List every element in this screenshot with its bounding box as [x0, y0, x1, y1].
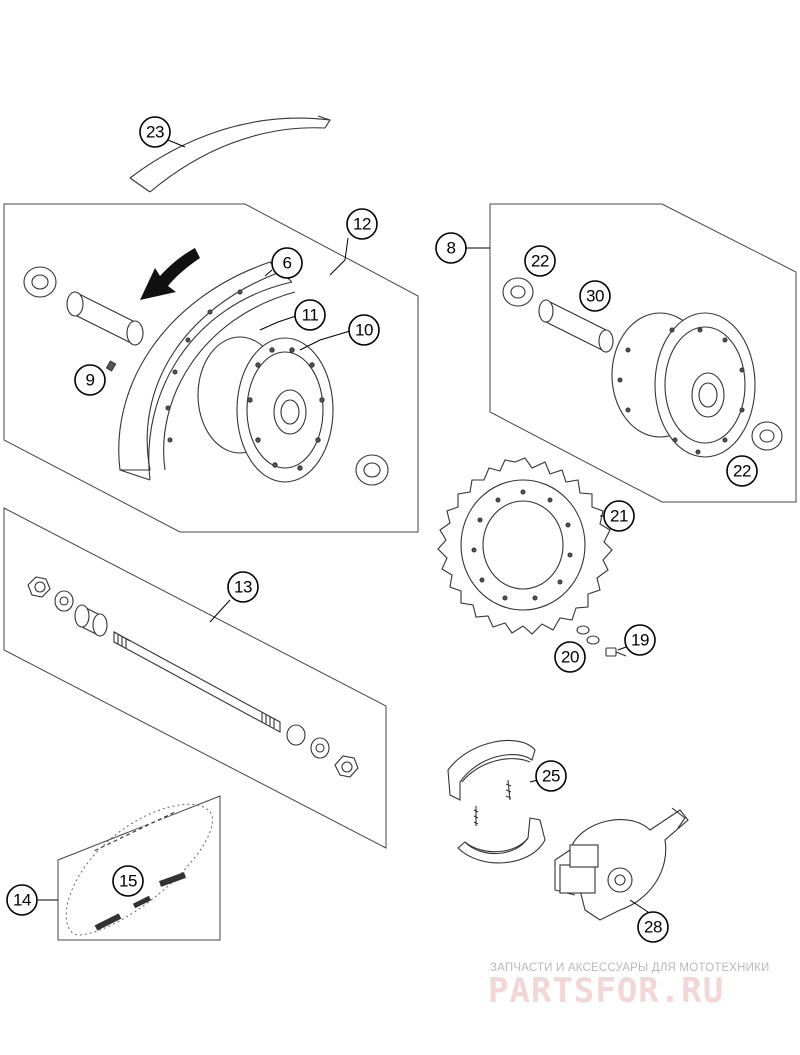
valve-part [105, 360, 117, 372]
rear-bearing-right [751, 421, 783, 451]
svg-text:28: 28 [644, 918, 662, 937]
rim-tape-part [129, 115, 331, 193]
svg-text:12: 12 [353, 215, 371, 234]
callout-13[interactable]: 13 [227, 571, 259, 603]
axle-spacer-left [74, 604, 108, 637]
callout-12[interactable]: 12 [346, 208, 378, 240]
svg-text:19: 19 [631, 631, 649, 650]
wheel-bearing-right [355, 454, 389, 486]
svg-text:13: 13 [234, 578, 252, 597]
svg-text:8: 8 [447, 239, 456, 258]
axle-shaft [113, 631, 281, 733]
axle-nut-right [334, 755, 359, 778]
callout-30[interactable]: 30 [579, 280, 611, 312]
axle-washer-right [310, 737, 330, 759]
svg-text:6: 6 [283, 254, 292, 273]
callout-15[interactable]: 15 [112, 865, 144, 897]
svg-text:23: 23 [146, 123, 164, 142]
axle-group-frame [3, 507, 387, 849]
brake-anchor-plate [554, 807, 689, 921]
callout-6[interactable]: 6 [271, 247, 303, 279]
rear-spacer-sleeve [538, 299, 614, 353]
callout-25[interactable]: 25 [535, 760, 567, 792]
callout-23[interactable]: 23 [139, 116, 171, 148]
callout-8[interactable]: 8 [435, 232, 467, 264]
rotation-arrow-icon [140, 248, 200, 300]
svg-text:14: 14 [13, 891, 31, 910]
callout-10[interactable]: 10 [348, 314, 380, 346]
rear-bearing-left [502, 277, 534, 307]
rear-hub-group-frame [489, 203, 797, 503]
front-wheel-group-frame [3, 203, 419, 533]
axle-washer-left [54, 590, 74, 612]
washers-part [576, 625, 600, 645]
callout-9[interactable]: 9 [74, 364, 106, 396]
front-hub [197, 336, 334, 483]
watermark-tagline: ЗАПЧАСТИ И АКСЕССУАРЫ ДЛЯ МОТОТЕХНИКИ [490, 962, 770, 974]
svg-text:15: 15 [119, 872, 137, 891]
callout-28[interactable]: 28 [637, 911, 669, 943]
spacer-sleeve [66, 291, 144, 346]
callout-19[interactable]: 19 [624, 624, 656, 656]
callout-14[interactable]: 14 [6, 884, 38, 916]
callout-20[interactable]: 20 [554, 641, 586, 673]
svg-text:25: 25 [542, 767, 560, 786]
rear-sprocket [437, 457, 613, 635]
chain-link-segments [94, 872, 187, 931]
callout-11[interactable]: 11 [294, 299, 326, 331]
svg-text:22: 22 [733, 462, 751, 481]
brake-shoes [447, 739, 546, 864]
rear-hub [611, 312, 756, 458]
svg-text:11: 11 [302, 306, 319, 325]
wheel-bearing-left [23, 266, 57, 298]
svg-text:22: 22 [531, 252, 549, 271]
callout-22-bottom[interactable]: 22 [726, 455, 758, 487]
chain-group-frame [57, 795, 221, 941]
svg-text:10: 10 [355, 321, 373, 340]
svg-text:9: 9 [86, 371, 95, 390]
drive-chain [91, 811, 176, 853]
callout-21[interactable]: 21 [603, 500, 635, 532]
axle-nut-left [27, 576, 51, 598]
callout-22-top[interactable]: 22 [524, 245, 556, 277]
sprocket-bolt-part [605, 647, 627, 657]
svg-text:21: 21 [610, 507, 628, 526]
svg-text:30: 30 [586, 287, 604, 306]
svg-text:20: 20 [561, 648, 579, 667]
watermark-logo: PARTSFOR.RU [488, 971, 724, 1011]
axle-spacer-right [286, 724, 306, 746]
